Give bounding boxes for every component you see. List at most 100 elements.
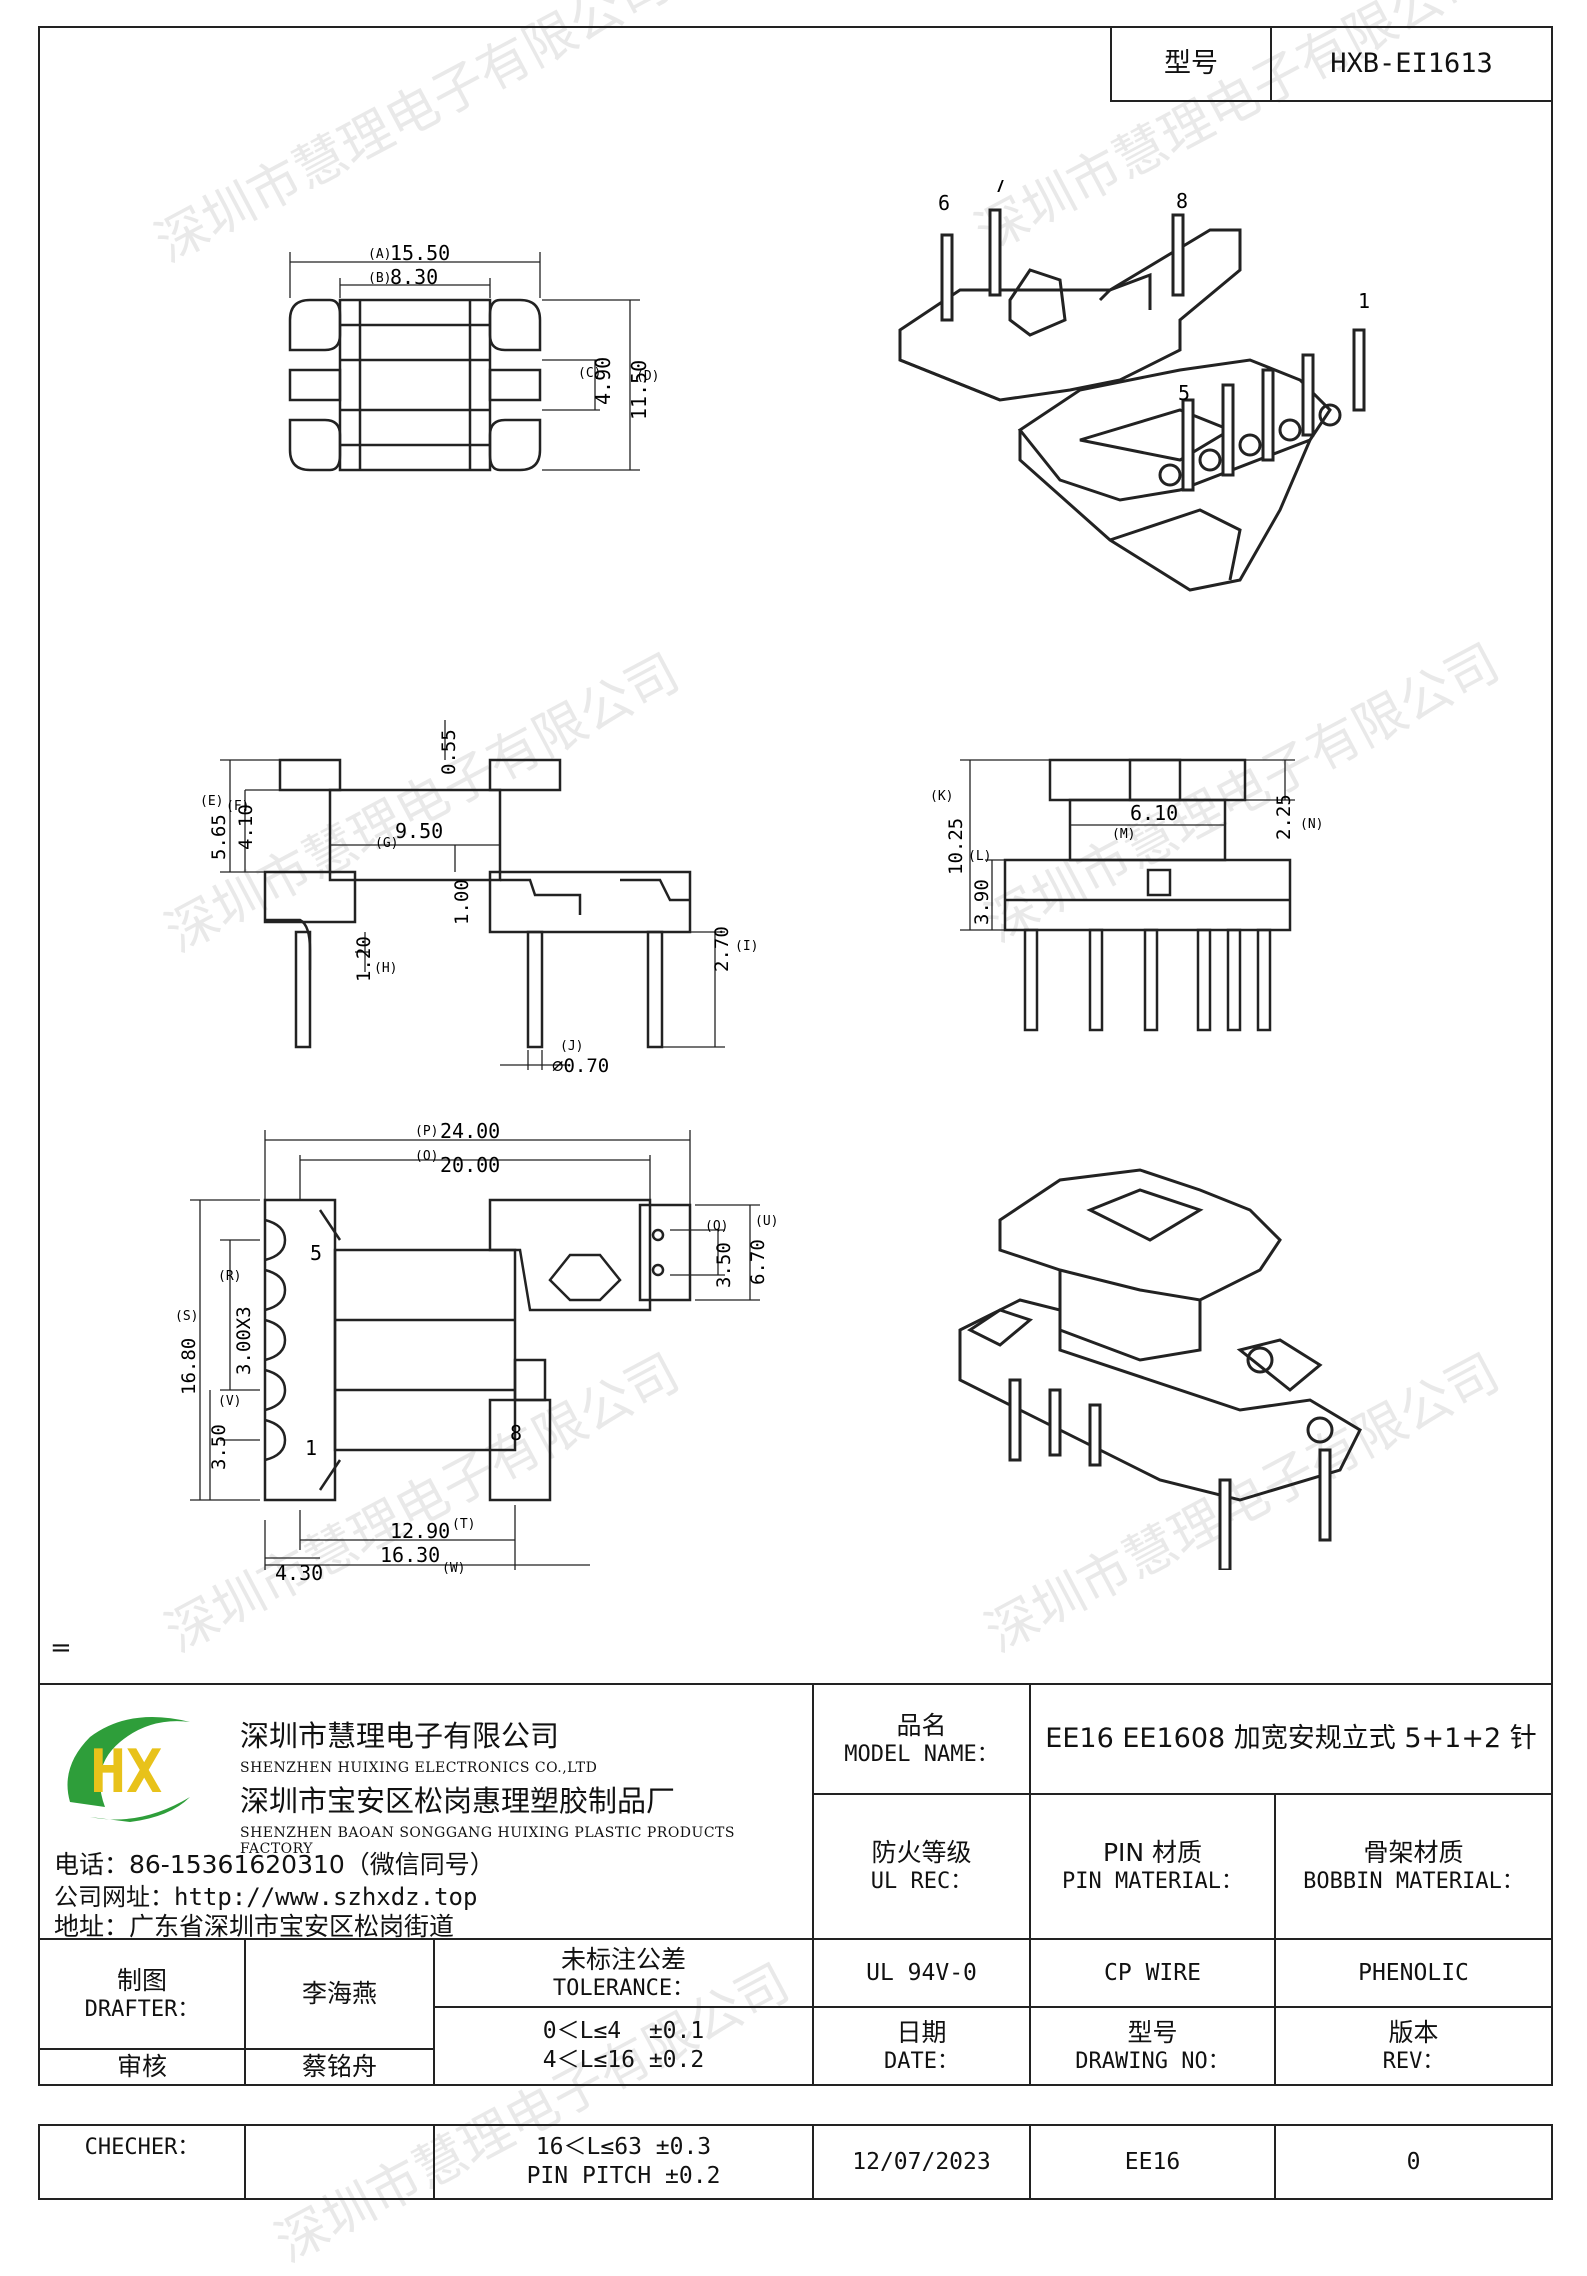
rev-value: 0 [1406, 2148, 1421, 2175]
tolerance-label-en: TOLERANCE： [552, 1975, 695, 2001]
pin-material-value-cell: CP WIRE [1029, 1938, 1276, 2008]
product-name-label-en: MODEL NAME： [844, 1741, 999, 1767]
dim-u-label: (U) [755, 1214, 778, 1229]
pin-label-1: 1 [1358, 289, 1370, 313]
tolerance-rows-1: 0＜L≤4 ±0.1 4＜L≤16 ±0.2 [433, 2006, 814, 2086]
auditor-name: 蔡铭舟 [301, 2052, 377, 2082]
note-mark: = [50, 1633, 72, 1663]
dim-t-value: 12.90 [390, 1519, 450, 1543]
model-label: 型号 [1164, 48, 1218, 80]
fire-rating-label: 防火等级 UL REC： [812, 1793, 1031, 1940]
logo-text: HX [90, 1737, 162, 1807]
company-address: 地址：广东省深圳市宝安区松岗街道 [54, 1912, 455, 1941]
product-name: EE16 EE1608 加宽安规立式 5+1+2 针 [1045, 1723, 1537, 1755]
factory-name-en: SHENZHEN BAOAN SONGGANG HUIXING PLASTIC … [240, 1825, 735, 1857]
dim-w-value: 16.30 [380, 1543, 440, 1567]
dim-b-value: 8.30 [390, 265, 438, 289]
dim-x-value: 4.30 [275, 1561, 323, 1585]
dim-w-label: (W) [442, 1561, 465, 1576]
dim-j-value: ⌀0.70 [552, 1055, 609, 1077]
dim-u-value: 6.70 [747, 1239, 769, 1285]
checker-label: CHECHER： [84, 2135, 200, 2160]
bobbin-material-label: 骨架材质 BOBBIN MATERIAL： [1274, 1793, 1553, 1940]
rev-label-cn: 版本 [1388, 2017, 1439, 2047]
company-website: 公司网址：http://www.szhxdz.top [54, 1883, 478, 1911]
dim-e-label: (E) [200, 794, 223, 809]
factory-name-cn: 深圳市宝安区松岗惠理塑胶制品厂 [240, 1784, 676, 1818]
dim-r-value: 3.00X3 [233, 1306, 255, 1375]
dim-i-value: 2.70 [711, 926, 733, 972]
dim-q-label: (Q) [705, 1219, 728, 1234]
fire-rating-label-en: UL REC： [870, 1869, 973, 1895]
dim-g-label: (G) [375, 836, 398, 851]
company-logo: HX [67, 1717, 190, 1822]
company-block: HX 深圳市慧理电子有限公司 SHENZHEN HUIXING ELECTRON… [38, 1683, 814, 1941]
drafter-label-cn: 制图 [116, 1965, 167, 1995]
dim-m-label: (M) [1112, 827, 1135, 842]
drafter-name: 李海燕 [301, 1979, 377, 2009]
dim-j-label: (J) [560, 1039, 583, 1054]
tolerance-label-cn: 未标注公差 [560, 1944, 686, 1974]
dim-e-value: 5.65 [208, 814, 230, 860]
iso-view-top-drawing: 6 7 8 1 5 [898, 180, 1370, 592]
dim-n-value: 2.25 [1273, 794, 1295, 840]
drafter-label-en: DRAFTER： [84, 1996, 200, 2022]
date-label-en: DATE： [884, 2048, 959, 2074]
company-phone: 电话：86-15361620310（微信同号） [54, 1850, 495, 1879]
product-name-label-cn: 品名 [896, 1710, 947, 1740]
product-name-label: 品名 MODEL NAME： [812, 1683, 1031, 1795]
checker-label-cell: CHECHER： [38, 2124, 246, 2200]
pin-label-1: 1 [305, 1436, 317, 1460]
tolerance-label: 未标注公差 TOLERANCE： [433, 1938, 814, 2008]
dim-b-label: (B) [368, 271, 391, 286]
side-view-drawing: (E) 5.65 (F) 4.10 0.55 9.50 (G) 1.00 1.2… [200, 720, 758, 1077]
audit-label: 审核 [116, 2052, 167, 2082]
dim-t-label: (T) [452, 1517, 475, 1532]
model-value: HXB-EI1613 [1330, 48, 1493, 80]
dim-o-label: (O) [415, 1149, 438, 1164]
tolerance-4: PIN PITCH ±0.2 [526, 2163, 721, 2189]
dim-h-label: (H) [374, 961, 397, 976]
drawing-no-label-cn: 型号 [1127, 2017, 1178, 2047]
pin-label-5: 5 [1178, 381, 1190, 405]
date-label: 日期 DATE： [812, 2006, 1031, 2086]
dim-d-label: (D) [636, 369, 659, 384]
bobbin-material-value: PHENOLIC [1358, 1959, 1469, 1986]
drafter-label: 制图 DRAFTER： [38, 1938, 246, 2050]
auditor-cell: 蔡铭舟 [244, 2048, 435, 2086]
model-label-cell: 型号 [1110, 26, 1272, 102]
dim-n-label: (N) [1300, 817, 1323, 832]
top-view-drawing: (A) 15.50 (B) 8.30 (C) 4.90 (D) 11.50 [288, 241, 659, 472]
dim-p-label: (P) [415, 1124, 438, 1139]
date-value-cell: 12/07/2023 [812, 2124, 1031, 2200]
bobbin-material-label-cn: 骨架材质 [1363, 1838, 1464, 1868]
date-value: 12/07/2023 [852, 2148, 991, 2175]
dim-m-value: 6.10 [1130, 801, 1178, 825]
dim-s-value: 16.80 [178, 1338, 200, 1395]
dim-f-label: (F) [226, 799, 249, 814]
model-value-cell: HXB-EI1613 [1270, 26, 1553, 102]
dim-f-value: 4.10 [235, 804, 257, 850]
date-label-cn: 日期 [896, 2017, 947, 2047]
pin-material-label-cn: PIN 材质 [1102, 1838, 1203, 1868]
front-view-drawing: (K) 10.25 (L) 3.90 6.10 (M) 2.25 (N) [930, 758, 1323, 1032]
pin-material-value: CP WIRE [1104, 1959, 1201, 1986]
drawing-no-label: 型号 DRAWING NO： [1029, 2006, 1276, 2086]
dim-l-label: (L) [968, 849, 991, 864]
bottom-view-drawing: (P) 24.00 (O) 20.00 (Q) 3.50 (U) 6.70 (S… [175, 1119, 778, 1585]
drawing-no-value-cell: EE16 [1029, 2124, 1276, 2200]
checker-name-cell [244, 2124, 435, 2200]
pin-material-label-en: PIN MATERIAL： [1062, 1869, 1243, 1895]
rev-value-cell: 0 [1274, 2124, 1553, 2200]
tolerance-rows-2: 16＜L≤63 ±0.3 PIN PITCH ±0.2 [433, 2124, 814, 2200]
pin-material-label: PIN 材质 PIN MATERIAL： [1029, 1793, 1276, 1940]
dim-q-value: 3.50 [713, 1242, 735, 1288]
pin-label-6: 6 [938, 191, 950, 215]
dim-k-value: 10.25 [945, 818, 967, 875]
fire-rating-label-cn: 防火等级 [871, 1838, 972, 1868]
company-name-en: SHENZHEN HUIXING ELECTRONICS CO.,LTD [240, 1760, 598, 1776]
dim-c-label: (C) [578, 366, 601, 381]
pin-label-5: 5 [310, 1241, 322, 1265]
pin-label-7: 7 [994, 180, 1006, 197]
dim-a-label: (A) [368, 247, 391, 262]
